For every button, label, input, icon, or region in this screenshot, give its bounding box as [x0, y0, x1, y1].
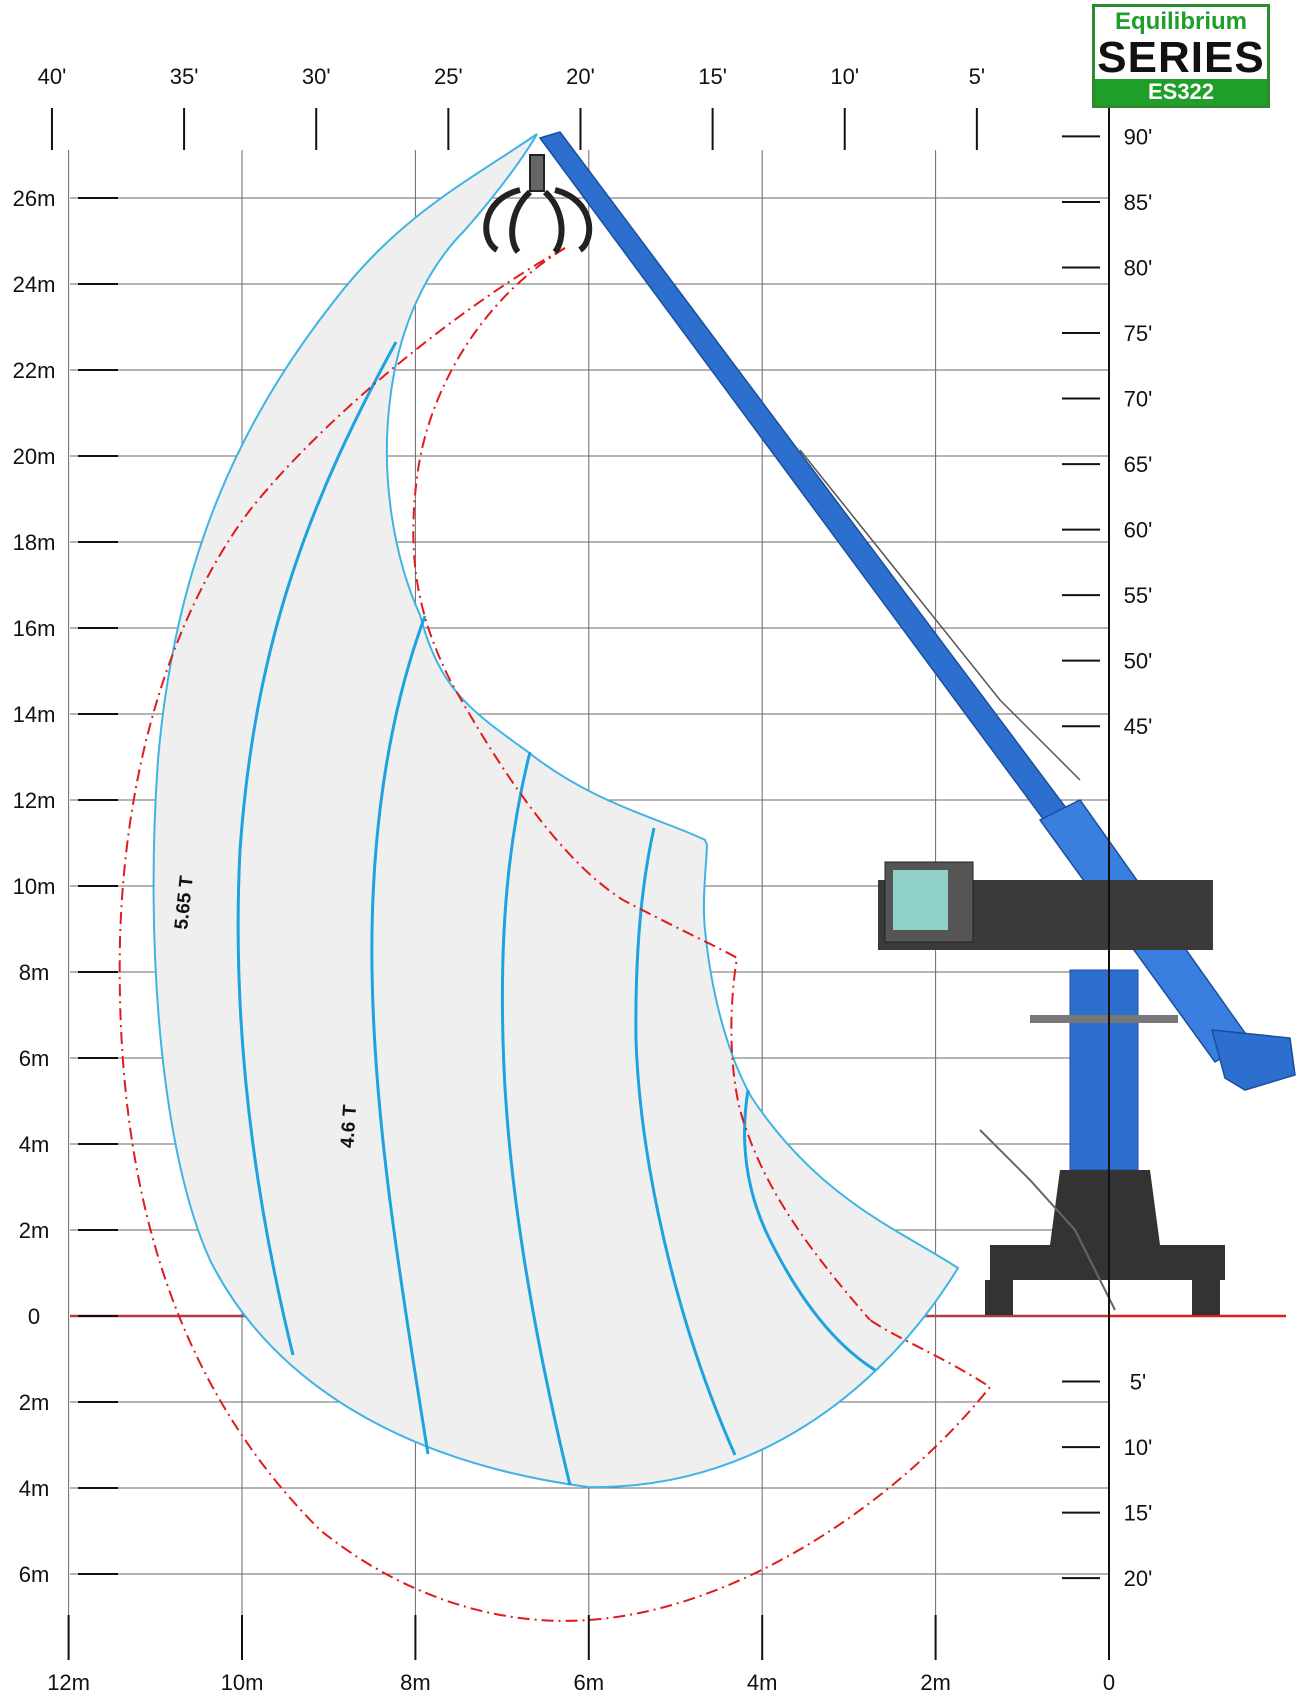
right-axis-label: 10'	[1124, 1435, 1153, 1460]
left-outrigger	[985, 1280, 1013, 1315]
right-axis-label: 50'	[1124, 649, 1153, 674]
right-axis-label: 80'	[1124, 255, 1153, 280]
top-axis-label: 20'	[566, 64, 595, 89]
left-axis-label: 12m	[13, 788, 56, 813]
left-axis-label: 6m	[19, 1562, 50, 1587]
top-axis-label: 30'	[302, 64, 331, 89]
left-axis-label: 8m	[19, 960, 50, 985]
top-axis-label: 5'	[969, 64, 985, 89]
pedestal-column	[1069, 969, 1139, 1171]
top-axis-label: 15'	[698, 64, 727, 89]
capacity-curves	[236, 341, 876, 1486]
bottom-axis-label: 8m	[400, 1670, 431, 1695]
bucket	[1210, 1029, 1296, 1091]
stairs	[979, 1129, 1116, 1311]
crane-illustration	[483, 131, 1296, 1315]
left-axis-label: 0	[28, 1304, 40, 1329]
left-axis-label: 26m	[13, 186, 56, 211]
equilibrium-series-logo: Equilibrium SERIES ES322	[1092, 4, 1270, 108]
right-axis-label: 20'	[1124, 1566, 1153, 1591]
pedestal-base	[1050, 1170, 1160, 1245]
bottom-axis-label: 6m	[574, 1670, 605, 1695]
left-axis-label: 2m	[19, 1218, 50, 1243]
top-axis-label: 40'	[38, 64, 67, 89]
inner-reach-line	[412, 247, 871, 1321]
left-axis-label: 4m	[19, 1476, 50, 1501]
bottom-axis-label: 10m	[221, 1670, 264, 1695]
boom	[538, 131, 1122, 898]
left-axis-label: 2m	[19, 1390, 50, 1415]
right-axis-label: 90'	[1124, 124, 1153, 149]
max-reach-lines	[118, 247, 992, 1622]
curve-5-65t	[634, 827, 737, 1456]
left-axis-label: 14m	[13, 702, 56, 727]
left-axis-label: 10m	[13, 874, 56, 899]
bottom-axis-label: 12m	[47, 1670, 90, 1695]
curve-4-6t-a	[500, 751, 572, 1486]
logo-line-equilibrium: Equilibrium	[1115, 8, 1247, 35]
logo-line-model: ES322	[1095, 79, 1267, 105]
left-axis-label: 20m	[13, 444, 56, 469]
left-axis-label: 16m	[13, 616, 56, 641]
left-axis-label: 18m	[13, 530, 56, 555]
working-envelope	[152, 133, 960, 1489]
bottom-axis-label: 0	[1103, 1670, 1115, 1695]
right-axis-label: 15'	[1124, 1501, 1153, 1526]
right-axis-label: 55'	[1124, 583, 1153, 608]
cab-window	[893, 870, 948, 930]
curve-4-6t-b	[743, 1089, 876, 1372]
right-axis-label: 65'	[1124, 452, 1153, 477]
bottom-axis-label: 2m	[920, 1670, 951, 1695]
curve-3-8t	[370, 615, 430, 1455]
right-axis-label: 5'	[1130, 1370, 1146, 1395]
grapple	[483, 154, 593, 254]
bottom-axis-label: 4m	[747, 1670, 778, 1695]
load-label: 4.6 T	[337, 1104, 361, 1149]
outer-reach-line	[118, 247, 992, 1622]
right-axis-label: 75'	[1124, 321, 1153, 346]
left-axis-label: 6m	[19, 1046, 50, 1071]
undercarriage	[990, 1245, 1225, 1280]
right-axis-label: 70'	[1124, 387, 1153, 412]
axes: 80' 75' 70' 65' 60' 55' 50' 45' 40' 35' 30' 25' 20' 1…	[13, 64, 1153, 1695]
left-axis-label: 22m	[13, 358, 56, 383]
logo-line-series: SERIES	[1097, 33, 1265, 82]
right-axis-label: 45'	[1124, 714, 1153, 739]
left-axis-label: 24m	[13, 272, 56, 297]
right-outrigger	[1192, 1280, 1220, 1315]
boom-handrail	[799, 449, 1081, 781]
platform	[1030, 1015, 1178, 1023]
top-axis-label: 35'	[170, 64, 199, 89]
top-axis-label: 10'	[830, 64, 859, 89]
right-axis-label: 85'	[1124, 190, 1153, 215]
right-axis-label: 60'	[1124, 518, 1153, 543]
left-axis-label: 4m	[19, 1132, 50, 1157]
top-axis-label: 25'	[434, 64, 463, 89]
curve-3-25t	[236, 341, 398, 1356]
